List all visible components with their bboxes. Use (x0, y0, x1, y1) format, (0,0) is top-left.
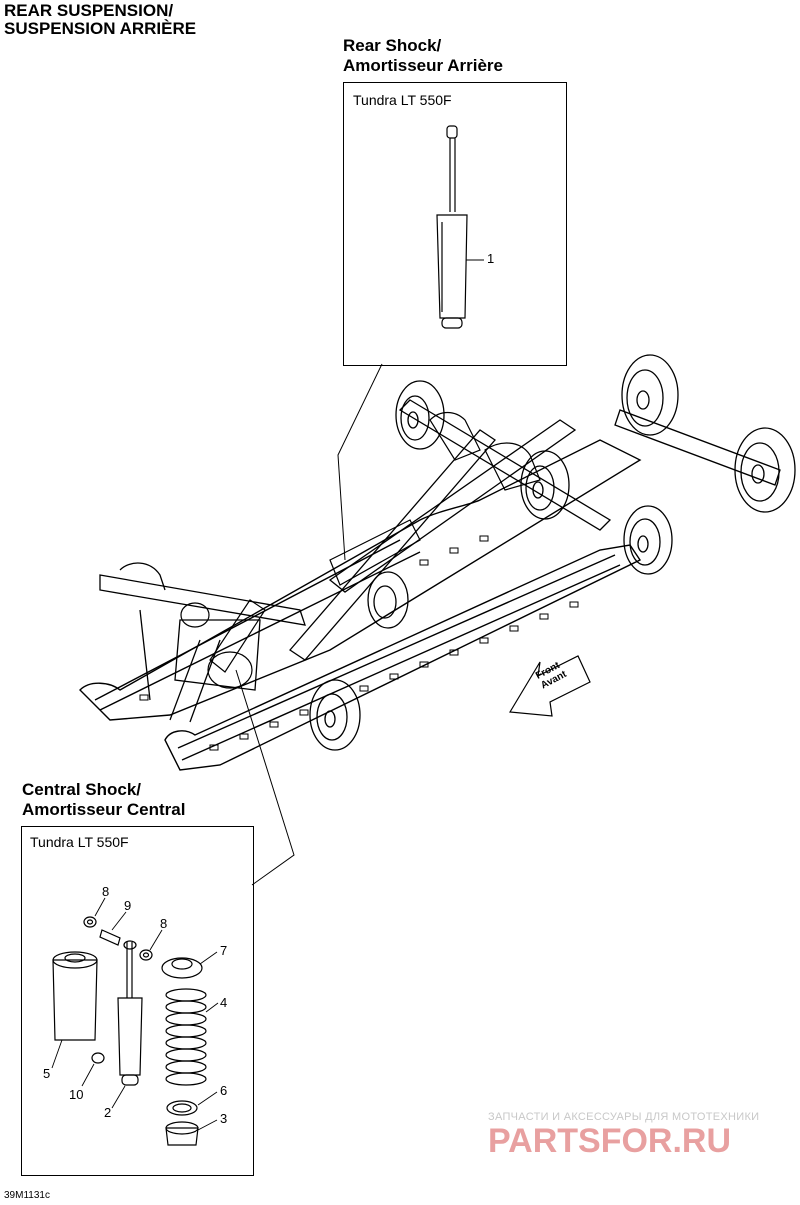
part-2-shock-body (117, 997, 143, 1076)
central-shock-title-line2: Amortisseur Central (22, 800, 186, 819)
central-shock-title: Central Shock/ Amortisseur Central (22, 780, 185, 820)
part-10-bushing (91, 1052, 105, 1064)
central-shock-model: Tundra LT 550F (30, 834, 129, 850)
watermark-line1: ЗАПЧАСТИ И АКСЕССУАРЫ ДЛЯ МОТОТЕХНИКИ (488, 1111, 760, 1123)
callout-7: 7 (220, 943, 228, 958)
central-shock-assembly (180, 599, 266, 689)
callout-3: 3 (220, 1111, 228, 1126)
callout-10: 10 (69, 1087, 84, 1102)
rear-shock-title-line1: Rear Shock/ (343, 36, 442, 55)
part-6-washer (166, 1100, 198, 1116)
central-shock-leader-line (235, 669, 295, 886)
idler-wheel-rear-right (734, 427, 796, 513)
suspension-arms (99, 399, 781, 723)
rear-shock-model: Tundra LT 550F (353, 92, 452, 108)
callout-8-right: 8 (160, 916, 168, 931)
figure-code: 39M1131c (4, 1190, 50, 1201)
idler-wheel-rear-upper (621, 354, 679, 436)
page-title-line1: REAR SUSPENSION/ (4, 1, 174, 20)
idler-wheel-mid (520, 450, 570, 520)
rear-shock-leader-line (337, 363, 383, 561)
callout-9: 9 (124, 898, 132, 913)
callout-5: 5 (43, 1066, 51, 1081)
front-direction-arrow (508, 655, 591, 717)
watermark-logo: PARTSFOR.RU (488, 1122, 731, 1160)
central-shock-parts (51, 897, 219, 1146)
page-title-line2: SUSPENSION ARRIÈRE (4, 19, 197, 38)
callout-6: 6 (220, 1083, 228, 1098)
part-7-spring-seat (161, 957, 203, 979)
part-8-bushing-right (139, 949, 153, 961)
page-title: REAR SUSPENSION/ SUSPENSION ARRIÈRE (4, 2, 196, 38)
central-shock-title-line1: Central Shock/ (22, 780, 142, 799)
part-4-spring (165, 988, 207, 1086)
rear-shock-title: Rear Shock/ Amortisseur Arrière (343, 36, 503, 76)
watermark-line2: PARTSFOR.RU (488, 1122, 731, 1160)
rear-shock-box (343, 82, 567, 366)
rear-shock-assembly (329, 411, 541, 586)
rear-shock-title-line2: Amortisseur Arrière (343, 56, 503, 75)
part-8-bushing-left (83, 916, 97, 928)
central-shock-box (21, 826, 254, 1176)
callout-2: 2 (104, 1105, 112, 1120)
part-9-pin (99, 929, 121, 946)
callout-4: 4 (220, 995, 228, 1010)
part-3-collar (165, 1127, 199, 1146)
part-5-boot (52, 959, 98, 1041)
rear-callout-1: 1 (487, 251, 495, 266)
idler-wheel-inner (367, 571, 409, 629)
idler-wheel-front-right (309, 679, 361, 751)
slide-rail-right (139, 535, 642, 771)
rear-shock-part-drawing (436, 125, 484, 329)
idler-wheel-right-mid (623, 505, 673, 575)
idler-wheel-front-left (395, 380, 445, 450)
callout-8-left: 8 (102, 884, 110, 899)
